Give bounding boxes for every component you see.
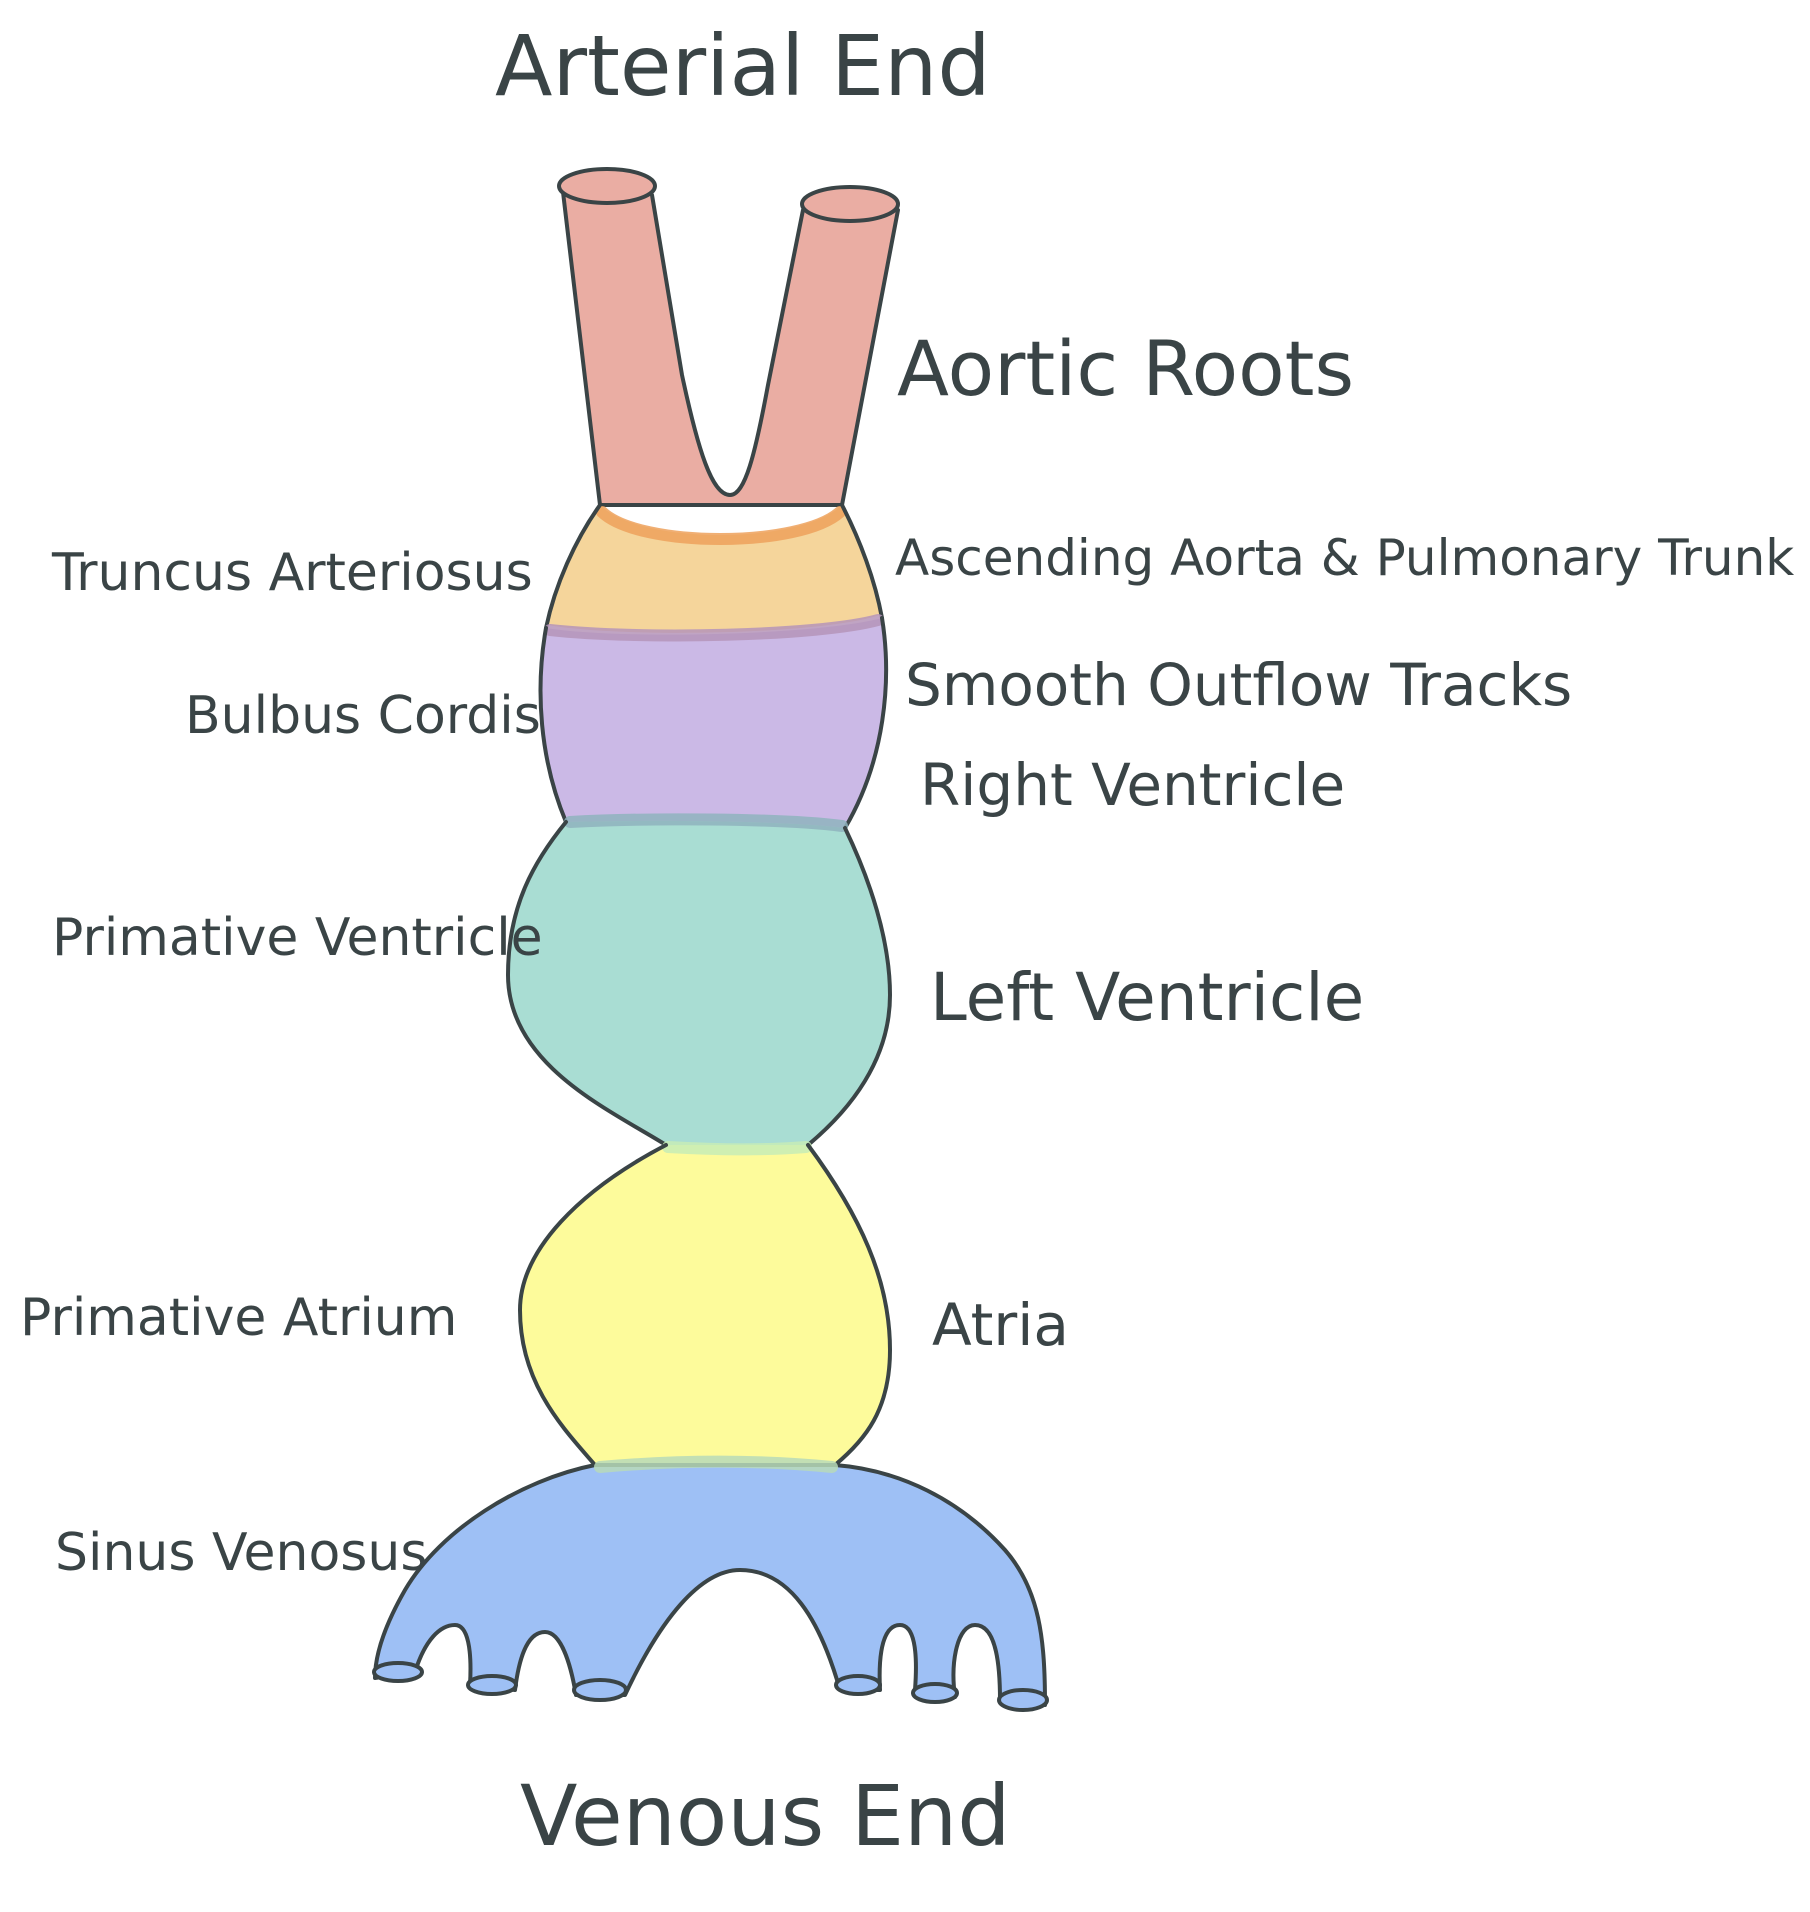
primative-ventricle-fill	[508, 820, 890, 1145]
truncus-arteriosus-shape	[544, 503, 884, 633]
sinus-venosus-shape	[372, 1455, 1049, 1712]
sinus-top-band	[594, 1455, 838, 1473]
bulbus-cordis-shape	[538, 614, 889, 830]
sinus-venosus-fill	[373, 1463, 1047, 1707]
bulbus-left-edge	[538, 626, 568, 824]
vein-opening-5	[911, 1682, 959, 1704]
bulbus-cordis-label: Bulbus Cordis	[185, 686, 541, 746]
vein-opening-1	[372, 1661, 424, 1683]
atrium-left-edge	[518, 1143, 668, 1467]
truncus-right-edge	[840, 503, 884, 620]
ascending-aorta-pulmonary-trunk-label: Ascending Aorta & Pulmonary Trunk	[895, 529, 1794, 587]
smooth-outflow-tracks-label: Smooth Outflow Tracks	[905, 651, 1572, 719]
primative-atrium-shape	[518, 1141, 892, 1467]
primative-atrium-label: Primative Atrium	[20, 1288, 457, 1348]
bulbus-top-band	[544, 614, 884, 642]
truncus-top-band	[596, 506, 846, 545]
truncus-arteriosus-label: Truncus Arteriosus	[51, 543, 533, 603]
ventricle-right-edge	[806, 826, 892, 1147]
atria-label: Atria	[932, 1291, 1069, 1359]
right-ventricle-label: Right Ventricle	[920, 751, 1345, 819]
vein-opening-3	[572, 1678, 628, 1702]
vein-opening-6	[997, 1688, 1049, 1712]
aortic-roots-shape	[557, 167, 900, 507]
bulbus-right-edge	[843, 616, 889, 830]
ventricle-top-band	[564, 813, 848, 832]
left-ventricle-label: Left Ventricle	[930, 959, 1364, 1036]
aortic-roots-label: Aortic Roots	[897, 324, 1354, 413]
vein-opening-2	[466, 1674, 518, 1696]
left-aortic-root-opening	[557, 167, 657, 205]
bulbus-cordis-fill	[540, 618, 887, 828]
atrium-top-band	[662, 1141, 812, 1156]
venous-end-title: Venous End	[520, 1767, 1011, 1865]
ventricle-left-edge	[506, 820, 668, 1147]
primative-ventricle-shape	[506, 813, 892, 1147]
vein-opening-4	[834, 1674, 882, 1696]
primative-ventricle-label: Primative Ventricle	[52, 908, 543, 968]
right-aortic-root-opening	[800, 185, 900, 223]
primative-atrium-fill	[520, 1145, 890, 1465]
atrium-right-edge	[806, 1143, 892, 1467]
aortic-roots-fill	[561, 181, 900, 507]
arterial-end-title: Arterial End	[495, 17, 991, 115]
truncus-left-edge	[544, 503, 602, 630]
sinus-venosus-label: Sinus Venosus	[55, 1523, 427, 1583]
